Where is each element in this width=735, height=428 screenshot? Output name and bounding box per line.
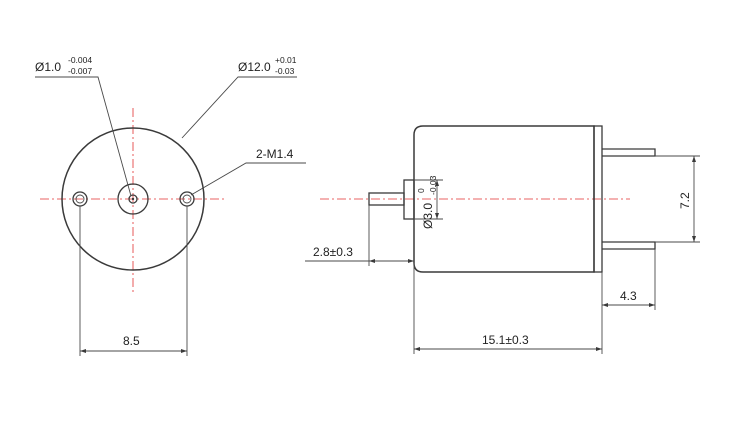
mount-hole-left-inner xyxy=(75,194,85,204)
mount-holes-label: 2-M1.4 xyxy=(256,147,294,161)
hole-spacing-arrow-right xyxy=(181,349,187,353)
terminal-top xyxy=(602,148,656,157)
hole-spacing-label: 8.5 xyxy=(123,334,140,348)
end-cap xyxy=(593,125,603,273)
terminal-height-arrow-top xyxy=(692,156,696,162)
front-view: Ø1.0 -0.004 -0.007 Ø12.0 +0.01 -0.03 2-M… xyxy=(35,55,306,356)
leader-body-diameter xyxy=(181,76,297,139)
boss-circle xyxy=(117,183,149,215)
boss-diameter-label: Ø3.0 xyxy=(421,203,435,229)
body-length-arrow-right xyxy=(596,347,602,351)
leader-shaft-diameter xyxy=(35,76,132,197)
body-diameter-label: Ø12.0 xyxy=(238,60,271,74)
boss-dia-arrow-bottom xyxy=(435,213,439,219)
body-length-arrow-left xyxy=(414,347,420,351)
side-view: 7.2 4.3 15.1±0.3 2.8±0.3 Ø3.0 0 -0.03 xyxy=(305,125,700,354)
front-boss xyxy=(403,179,415,220)
shaft-length-arrow-left xyxy=(369,259,375,263)
shaft-tol-upper: -0.004 xyxy=(68,55,92,65)
leader-mount-holes xyxy=(190,162,306,196)
shaft xyxy=(368,192,405,206)
shaft-length-arrow-right xyxy=(408,259,414,263)
hole-spacing-arrow-left xyxy=(80,349,86,353)
boss-tol-upper: 0 xyxy=(416,188,426,193)
body-tol-lower: -0.03 xyxy=(275,66,295,76)
body-length-label: 15.1±0.3 xyxy=(482,333,529,347)
shaft-tol-lower: -0.007 xyxy=(68,66,92,76)
terminal-length-arrow-right xyxy=(649,303,655,307)
terminal-length-arrow-left xyxy=(602,303,608,307)
shaft-length-label: 2.8±0.3 xyxy=(313,245,353,259)
body-tol-upper: +0.01 xyxy=(275,55,297,65)
shaft-center-dot xyxy=(131,197,135,201)
terminal-bottom xyxy=(602,241,656,250)
terminal-length-label: 4.3 xyxy=(620,289,637,303)
terminal-height-arrow-bottom xyxy=(692,236,696,242)
shaft-circle xyxy=(128,194,138,204)
motor-body-circle xyxy=(61,127,205,271)
boss-dia-arrow-top xyxy=(435,180,439,186)
shaft-diameter-label: Ø1.0 xyxy=(35,60,61,74)
boss-tol-lower: -0.03 xyxy=(428,175,438,195)
mount-hole-right-inner xyxy=(182,194,192,204)
terminal-height-label: 7.2 xyxy=(678,192,692,209)
